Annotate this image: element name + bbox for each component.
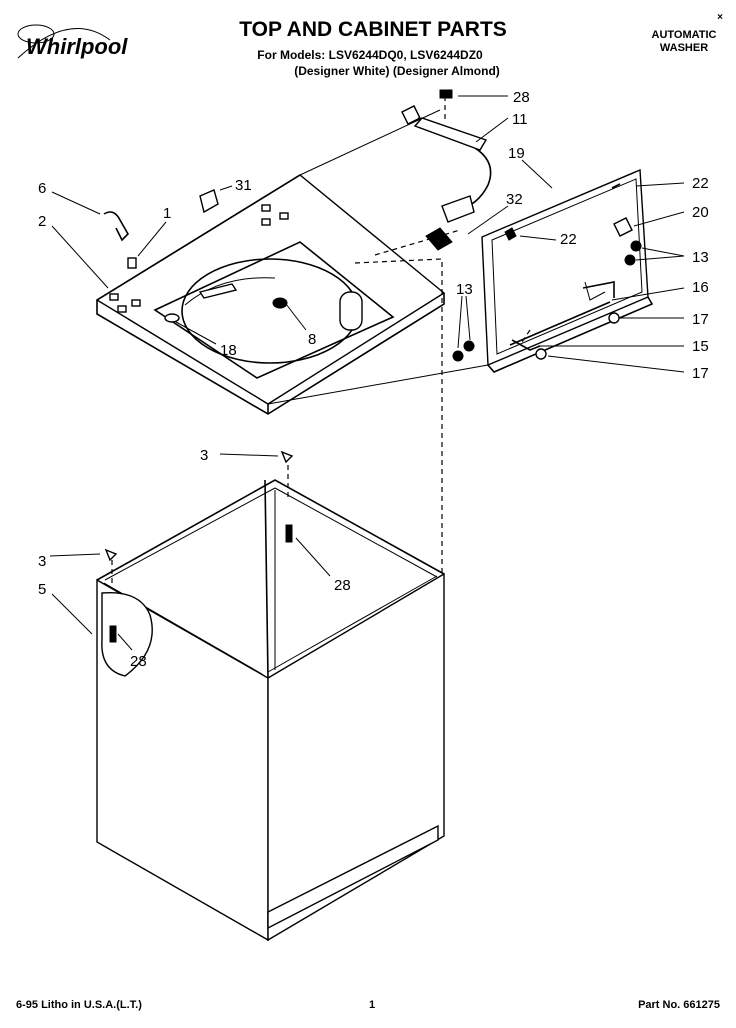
- cabinet: [96, 479, 445, 942]
- callout-19: 19: [508, 145, 525, 162]
- bushing-17a: [608, 312, 620, 324]
- callout-18: 18: [220, 342, 237, 359]
- corner-mark: ×: [717, 12, 723, 23]
- models-line: For Models: LSV6244DQ0, LSV6244DZ0: [257, 48, 483, 62]
- callout-17a: 17: [692, 311, 709, 328]
- lid-assembly: [481, 168, 654, 373]
- clip-31: [199, 189, 219, 214]
- callout-22a: 22: [560, 231, 577, 248]
- appliance-type-line2: WASHER: [660, 42, 708, 54]
- callout-16: 16: [692, 279, 709, 296]
- callout-1: 1: [163, 205, 171, 222]
- callout-31: 31: [235, 177, 252, 194]
- footer-litho: 6-95 Litho in U.S.A.(L.T.): [16, 999, 142, 1011]
- clip-3a: [280, 450, 294, 464]
- small-parts: [103, 89, 642, 643]
- callout-22b: 22: [692, 175, 709, 192]
- callout-8: 8: [308, 331, 316, 348]
- variants-line: (Designer White) (Designer Almond): [294, 64, 500, 78]
- callout-11: 11: [512, 111, 528, 128]
- callout-3b: 3: [38, 553, 46, 570]
- cabinet-cutaway: [101, 591, 153, 677]
- callout-15: 15: [692, 338, 709, 355]
- callout-5: 5: [38, 581, 46, 598]
- seal-18: [164, 313, 180, 323]
- whirlpool-logo: Whirlpool: [17, 24, 128, 59]
- clip-3b: [104, 548, 118, 562]
- callout-13a: 13: [692, 249, 709, 266]
- screw-8: [272, 297, 288, 309]
- screw-13a: [630, 240, 642, 252]
- bumper-22b: [611, 183, 621, 189]
- screw-28-low: [109, 625, 117, 643]
- screw-13c: [452, 350, 464, 362]
- lid-switch-slot: [339, 291, 363, 331]
- actuator-32: [425, 227, 453, 251]
- screw-28-mid: [285, 524, 293, 543]
- callout-32: 32: [506, 191, 523, 208]
- leader-lines: [49, 95, 685, 651]
- washer-top: [95, 174, 446, 415]
- callout-6: 6: [38, 180, 46, 197]
- callout-28c: 28: [130, 653, 147, 670]
- wire-harness-plug: [401, 105, 421, 125]
- callout-17b: 17: [692, 365, 709, 382]
- bumper-22a: [504, 227, 517, 241]
- hinge-rod-15: [511, 339, 541, 351]
- bushing-17b: [535, 348, 547, 360]
- footer-part-number: Part No. 661275: [638, 999, 720, 1011]
- hinge-20: [613, 217, 633, 237]
- screw-13d: [463, 340, 475, 352]
- callout-13b: 13: [456, 281, 473, 298]
- hinge-rod-16: [582, 281, 615, 298]
- callout-28b: 28: [334, 577, 351, 594]
- brand-wordmark: Whirlpool: [26, 34, 128, 59]
- page-title: TOP AND CABINET PARTS: [239, 18, 507, 41]
- screw-1: [127, 257, 137, 269]
- callout-28a: 28: [513, 89, 530, 106]
- screw-13b: [624, 254, 636, 266]
- appliance-type-line1: AUTOMATIC: [652, 29, 717, 41]
- lid-switch-32: [441, 195, 475, 223]
- toe-panel: [267, 824, 439, 930]
- callout-20: 20: [692, 204, 709, 221]
- callout-2: 2: [38, 213, 46, 230]
- clip-6: [103, 211, 129, 242]
- callout-3a: 3: [200, 447, 208, 464]
- footer-page-number: 1: [369, 999, 375, 1011]
- callout-labels: 28 11 19 6 31 1 2 32 22 22 20 13 13 16 1…: [38, 89, 709, 670]
- screw-28-top: [439, 89, 453, 99]
